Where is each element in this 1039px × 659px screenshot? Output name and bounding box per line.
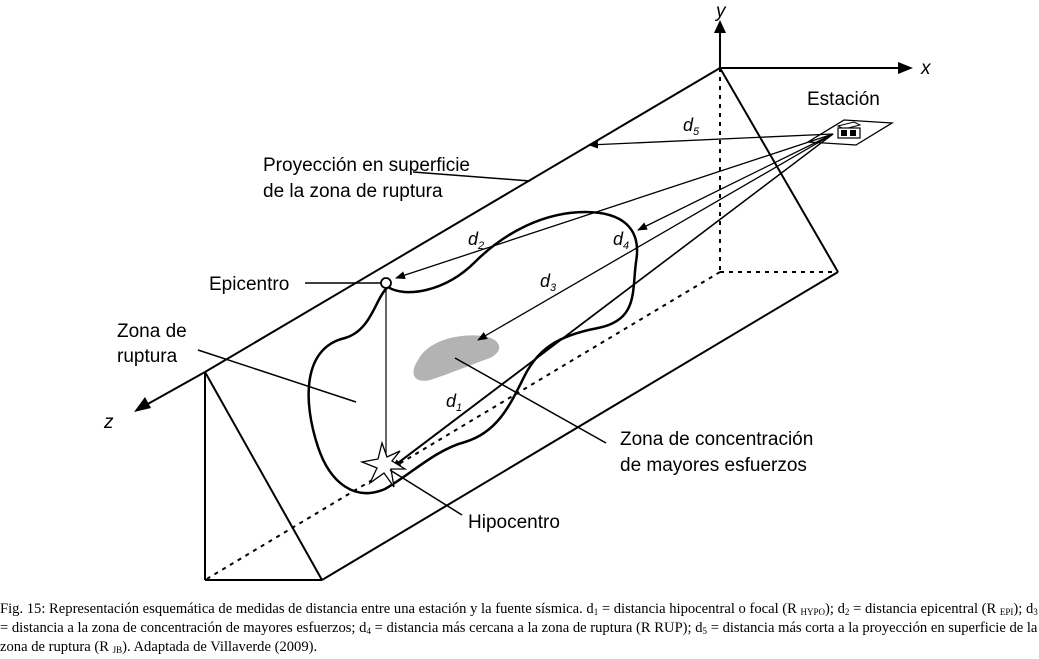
caption-sub: 4 xyxy=(366,626,371,636)
hidden-bottom-edge xyxy=(204,271,721,581)
stress-zone-label-line2: de mayores esfuerzos xyxy=(620,455,807,476)
d3-label: d3 xyxy=(540,271,557,294)
z-axis-arrowhead xyxy=(134,397,151,412)
z-axis xyxy=(145,371,206,406)
d2-arrow xyxy=(395,133,834,279)
rupture-zone-label-line2: ruptura xyxy=(117,346,178,367)
caption-text: ); d xyxy=(825,601,845,617)
caption-text: = distancia más corta a la proyección en… xyxy=(0,620,1038,655)
projection-label-line1: Proyección en superficie xyxy=(263,155,470,176)
station xyxy=(805,119,895,146)
prism-front-right-edge xyxy=(321,271,839,581)
caption-text: = distancia a la zona de concentración d… xyxy=(0,620,367,636)
caption-sub: 2 xyxy=(844,607,850,617)
x-axis-label: x xyxy=(920,58,932,79)
caption-text: Fig. 15: Representación esquemática de m… xyxy=(0,601,594,617)
prism-front-slope xyxy=(204,371,323,581)
rupture-zone-outline xyxy=(307,210,639,495)
d1-label: d1 xyxy=(446,391,462,414)
d5-arrow xyxy=(588,133,834,149)
y-axis-arrowhead xyxy=(714,20,726,33)
d3-arrow xyxy=(477,133,834,341)
x-axis-arrowhead xyxy=(898,62,913,74)
hypocenter-star xyxy=(359,440,408,488)
projection-label-line2: de la zona de ruptura xyxy=(263,181,443,202)
caption-text: = distancia epicentral (R xyxy=(849,601,1000,617)
stress-zone-label-line1: Zona de concentración xyxy=(620,429,813,450)
distance-arrows xyxy=(387,133,834,471)
caption-text: ); d xyxy=(1013,601,1034,617)
caption-sub: 1 xyxy=(593,607,599,617)
figure-caption: Fig. 15: Representación esquemática de m… xyxy=(0,600,1039,659)
d5-label: d5 xyxy=(683,115,700,138)
d2-label: d2 xyxy=(468,229,484,252)
d4-label: d4 xyxy=(613,229,629,252)
d4-arrow xyxy=(637,133,834,231)
rupture-zone-leader xyxy=(197,349,357,403)
caption-sub: HYPO xyxy=(800,607,826,617)
caption-sub: 3 xyxy=(1033,607,1038,617)
station-window-right xyxy=(850,130,856,136)
epicenter-marker xyxy=(380,277,392,289)
hidden-edges xyxy=(204,68,838,581)
z-axis-label: z xyxy=(103,412,114,433)
station-building xyxy=(837,127,861,139)
prism-top-edge xyxy=(204,67,721,373)
caption-sub: 5 xyxy=(702,626,708,636)
axes xyxy=(134,20,913,412)
caption-text: ). Adaptada de Villaverde (2009). xyxy=(122,639,318,655)
rupture-edge-arrow xyxy=(391,133,834,469)
caption-sub: JB xyxy=(112,645,123,655)
caption-sub: EPI xyxy=(999,607,1014,617)
hypocenter-leader xyxy=(389,469,463,516)
projection-leader xyxy=(412,171,531,182)
rupture-zone-label-line1: Zona de xyxy=(117,321,187,342)
station-label: Estación xyxy=(807,89,880,110)
station-window-left xyxy=(841,130,847,136)
seismic-distance-diagram: y x z Estación xyxy=(103,1,932,581)
caption-text: = distancia hipocentral o focal (R xyxy=(598,601,801,617)
leader-lines xyxy=(197,171,607,516)
stress-zone-leader xyxy=(454,357,607,444)
hypocenter-label: Hipocentro xyxy=(468,512,560,533)
prism-right-slope xyxy=(719,67,839,273)
caption-text: = distancia más cercana a la zona de rup… xyxy=(370,620,703,636)
epicenter-label: Epicentro xyxy=(209,274,289,295)
prism-wedge xyxy=(204,67,839,581)
y-axis-label: y xyxy=(714,1,727,22)
